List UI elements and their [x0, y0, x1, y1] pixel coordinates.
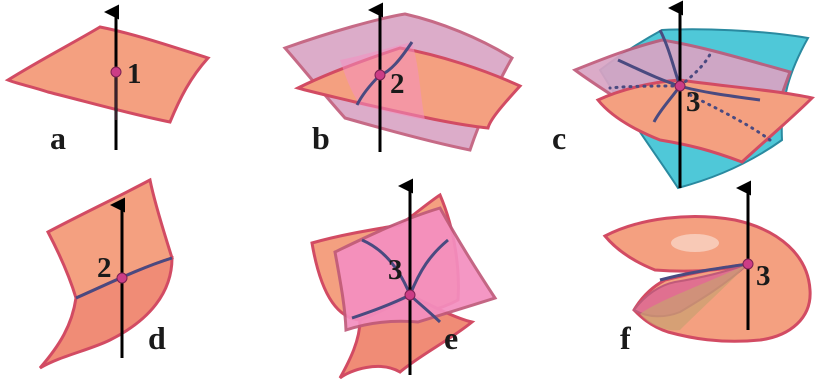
panel-b-diagram	[282, 2, 523, 152]
panel-f-shadow	[640, 264, 748, 331]
panel-a-label: a	[50, 120, 66, 156]
panel-f-number: 3	[756, 260, 771, 292]
panel-c-singular-point	[674, 80, 686, 92]
panel-d-number: 2	[97, 252, 112, 284]
panel-b-singular-point	[374, 69, 386, 81]
panel-b-label: b	[312, 120, 330, 156]
panel-e-sheet-pink	[333, 206, 498, 333]
panel-d-singular-point	[116, 272, 128, 284]
panel-e-fold-line	[351, 238, 449, 324]
panel-c-diagram	[571, 0, 816, 190]
panel-a-sheet	[4, 25, 211, 124]
panel-a-number: 1	[127, 58, 142, 90]
panel-c-fold-line-dotted	[608, 48, 772, 142]
panel-f-singular-point	[742, 258, 754, 270]
panel-a-singular-point	[110, 66, 122, 78]
panel-c-label: c	[552, 120, 567, 156]
panel-f-highlight	[671, 234, 719, 252]
panel-b-number: 2	[390, 68, 405, 100]
panel-a-diagram	[4, 4, 211, 150]
panel-f-fold-line	[659, 262, 749, 282]
panel-b-sheet-middle	[340, 42, 425, 120]
panel-e-diagram	[310, 178, 498, 380]
panel-e-label: e	[444, 320, 459, 356]
panel-e-number: 3	[388, 254, 403, 286]
panel-d-label: d	[148, 320, 166, 356]
panel-d-diagram	[38, 177, 174, 370]
panel-e-singular-point	[404, 289, 416, 301]
panel-f-diagram	[602, 180, 812, 343]
panel-f-label: f	[620, 320, 631, 356]
panel-c-number: 3	[686, 86, 701, 118]
